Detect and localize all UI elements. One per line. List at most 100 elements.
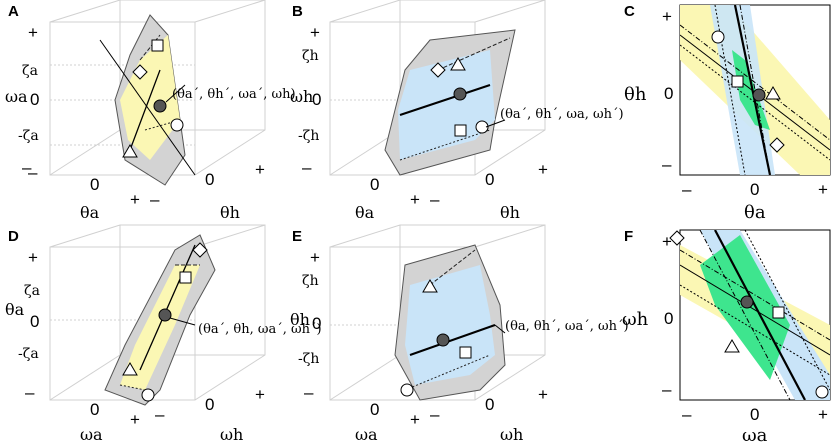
depth-zero-e: 0: [370, 400, 379, 419]
vertical-label-b: ωh: [290, 87, 313, 106]
x-minus-c: –: [682, 180, 692, 199]
horiz-plus-a: +: [255, 160, 265, 179]
center-dot-a: [153, 99, 167, 113]
depth-label-e: ωa: [355, 425, 378, 444]
tick-zero-d: 0: [30, 312, 39, 331]
horiz-plus-d: +: [255, 385, 265, 404]
diamond-marker-b: [430, 62, 446, 78]
triangle-marker-f: [724, 339, 740, 353]
main-line-d: [139, 244, 196, 371]
panel-d: D (θa΄, θh, ωa΄, ωh΄) + ζa θa 0 -ζa: [5, 224, 322, 444]
dashdot-line-f2: [699, 230, 791, 400]
horiz-label-d: ωh: [220, 425, 243, 444]
panel-letter-a: A: [8, 3, 19, 20]
y-label-c: θh: [624, 84, 647, 105]
tick-top-a: ζa: [22, 63, 38, 79]
point-label-e: (θa, θh΄, ωa΄, ωh΄): [505, 319, 629, 334]
square-marker-b: [454, 124, 467, 137]
main-line-a: [129, 69, 161, 151]
panel-letter-d: D: [8, 228, 19, 245]
depth-label-b: θa: [355, 203, 375, 222]
thick-line-f: [714, 230, 806, 400]
panel-e: E (θa, θh΄, ωa΄, ωh΄) + ζh θh 0 -ζh –: [290, 224, 629, 444]
plane-d: [104, 234, 216, 406]
x-zero-c: 0: [750, 180, 759, 199]
tick-bottom-e: -ζh: [298, 351, 319, 367]
depth-plus-d: +: [130, 410, 140, 429]
horiz-label-a: θh: [220, 203, 240, 222]
diamond-marker-a: [132, 64, 148, 80]
circle-marker-a: [170, 118, 184, 132]
depth-zero-b: 0: [370, 175, 379, 194]
label-pointer-d: [169, 317, 196, 326]
triangle-marker-b: [450, 57, 466, 71]
tick-plus-e: +: [310, 248, 320, 267]
dashdot-line-c1: [680, 24, 830, 141]
center-dot-b: [453, 87, 467, 101]
panel-f: F + ωh 0 – – 0 + ωa: [622, 228, 831, 445]
circle-marker-f: [815, 385, 829, 399]
tick-minus-a2: –: [28, 163, 38, 182]
tick-zero-a: 0: [30, 90, 39, 109]
horiz-minus-b: –: [430, 190, 440, 209]
square-marker-f: [772, 306, 785, 319]
y-minus-c: –: [662, 155, 672, 174]
horiz-plus-e: +: [538, 385, 548, 404]
tick-bottom-d: -ζa: [18, 346, 39, 362]
depth-label-d: ωa: [80, 425, 103, 444]
triangle-marker-d: [122, 362, 138, 376]
tick-plus-a: +: [28, 23, 38, 42]
panel-b: B (θa΄, θh΄, ωa, ωh΄) + ζh ωh 0 -ζh: [290, 0, 624, 222]
horiz-zero-b: 0: [485, 170, 494, 189]
x-label-f: ωa: [742, 425, 768, 445]
tick-bottom-b: -ζh: [298, 128, 319, 144]
diamond-marker-f: [669, 230, 685, 246]
x-label-c: θa: [744, 202, 766, 223]
main-line-b: [399, 84, 491, 116]
y-plus-c: +: [662, 7, 672, 26]
depth-plus-b: +: [410, 190, 420, 209]
tick-zero-e: 0: [312, 314, 321, 333]
tick-minus-a: –: [22, 158, 32, 177]
horiz-zero-e: 0: [485, 395, 494, 414]
vertical-label-e: θh: [290, 310, 310, 329]
circle-marker-c: [711, 30, 725, 44]
triangle-marker-e: [422, 279, 438, 293]
tick-bottom-a: -ζa: [18, 128, 39, 144]
y-label-f: ωh: [622, 309, 649, 330]
point-label-b: (θa΄, θh΄, ωa, ωh΄): [500, 107, 624, 122]
y-plus-f: +: [662, 232, 672, 251]
diamond-line-a: [139, 34, 161, 61]
point-label-d: (θa΄, θh, ωa΄, ωh΄): [198, 322, 322, 337]
x-minus-f: –: [682, 405, 692, 424]
horiz-minus-d: –: [155, 405, 165, 424]
square-marker-d: [179, 271, 192, 284]
triangle-marker-a: [122, 144, 138, 158]
diamond-marker-c: [769, 137, 785, 153]
depth-plus-e: +: [410, 410, 420, 429]
vertical-label-d: θa: [5, 300, 25, 319]
circle-line-e: [404, 354, 491, 391]
tick-minus-b: –: [302, 158, 312, 177]
horiz-label-b: θh: [500, 203, 520, 222]
square-marker-e: [459, 346, 472, 359]
triangle-line-e: [429, 249, 476, 286]
circle-line-d: [119, 384, 146, 391]
tick-minus-e: –: [304, 383, 314, 402]
dotted-line-c1: [680, 44, 830, 161]
tick-top-d: ζa: [24, 283, 40, 299]
main-line-e: [409, 324, 496, 356]
square-marker-c: [731, 75, 744, 88]
plane-e: [394, 244, 506, 401]
thick-line-c: [733, 5, 772, 175]
center-dot-e: [436, 333, 450, 347]
square-marker-a: [151, 39, 164, 52]
panel-letter-f: F: [624, 228, 633, 245]
depth-plus-a: +: [130, 190, 140, 209]
circle-marker-b: [475, 120, 489, 134]
label-pointer-a: [165, 84, 186, 103]
depth-zero-d: 0: [90, 400, 99, 419]
circle-marker-e: [400, 383, 414, 397]
axis-a: [99, 39, 196, 176]
